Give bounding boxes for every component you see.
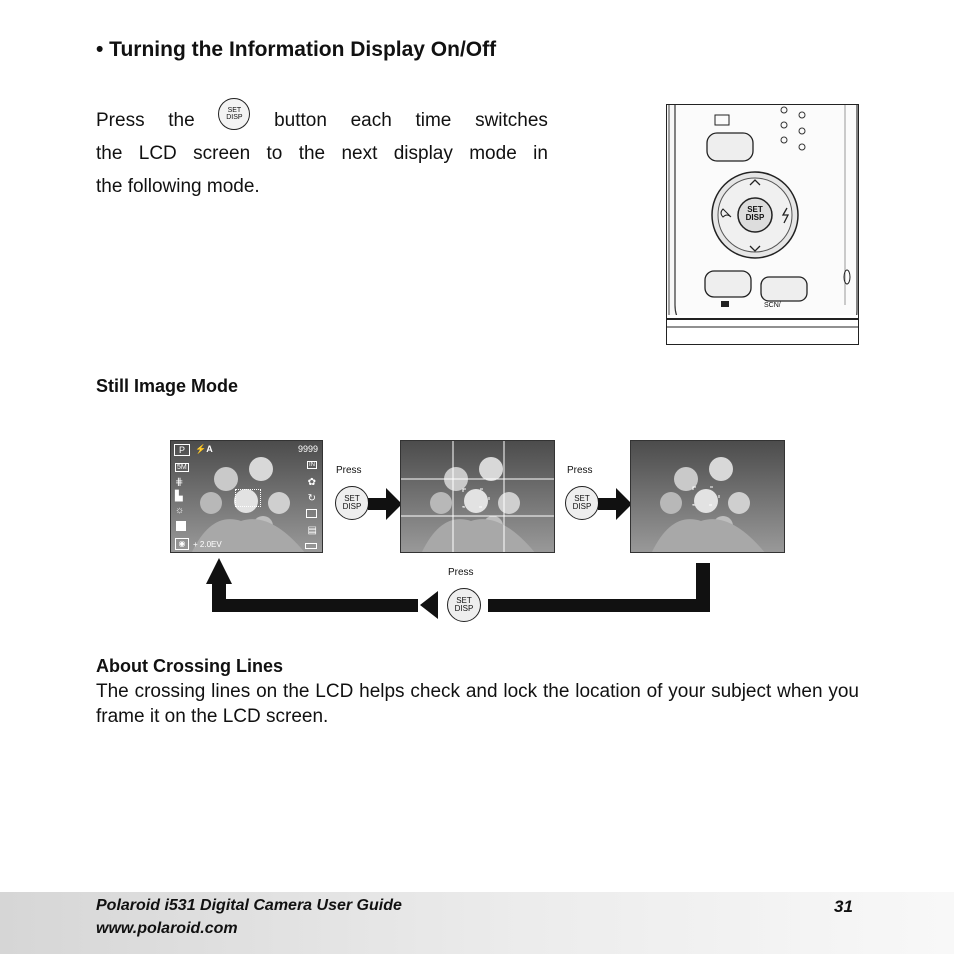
intro-word: LCD (138, 143, 177, 164)
guide-title: Polaroid i531 Digital Camera User Guide (96, 897, 402, 914)
iso-icon (176, 521, 186, 531)
intro-word: next (341, 143, 378, 164)
press-label-3: Press (448, 567, 474, 578)
disp-label: DISP (572, 502, 592, 511)
press-label-1: Press (336, 465, 362, 476)
return-path-right-segment (488, 599, 710, 612)
intro-line-2: the LCD screen to the next display mode … (96, 137, 548, 170)
family-photo-clean (631, 441, 784, 552)
quality-icon: ⋕ (175, 477, 184, 488)
disp-label: DISP (226, 114, 243, 121)
page-number: 31 (834, 897, 853, 916)
family-photo-grid (401, 441, 554, 552)
set-disp-button-3: SET DISP (447, 588, 481, 622)
set-disp-button-1: SET DISP (335, 486, 369, 520)
camera-back-drawing (667, 105, 858, 344)
intro-word: to (266, 143, 283, 164)
set-label: SET (574, 494, 590, 503)
metering-icon: ▙ (175, 491, 183, 502)
intro-word: Press (96, 110, 145, 131)
capture-mode-icon (306, 509, 317, 518)
metering-spot-icon: ◉ (175, 538, 189, 550)
disp-label: DISP (454, 604, 474, 613)
flash-auto-icon: ⚡A (195, 444, 213, 454)
family-photo (171, 441, 322, 552)
battery-icon (305, 543, 317, 549)
about-crossing-lines-heading: About Crossing Lines (96, 656, 284, 676)
intro-line-3: the following mode. (96, 176, 260, 197)
about-crossing-lines-text: The crossing lines on the LCD helps chec… (96, 681, 859, 727)
focus-frame (235, 489, 261, 507)
lcd-crossing-lines (400, 440, 555, 553)
white-balance-icon: ☼ (175, 505, 185, 516)
intro-word: mode (469, 143, 517, 164)
internal-memory-icon: IN (307, 461, 317, 469)
camera-set-text: SET (747, 205, 763, 214)
shot-count: 9999 (297, 444, 318, 454)
footer-band (0, 892, 954, 954)
set-label: SET (456, 596, 472, 605)
arrow-right-icon (368, 488, 402, 520)
lcd-full-info: P ⚡A 9999 5M IN ⋕ ▙ ☼ ◉ + 2.0EV ✿ ↻ ▤ (170, 440, 323, 553)
arrow-up-icon (206, 558, 232, 584)
still-image-mode-heading: Still Image Mode (96, 376, 239, 396)
intro-word: time (415, 110, 452, 131)
return-path-up (212, 583, 226, 612)
website-url: www.polaroid.com (96, 920, 238, 937)
set-disp-button-icon: SET DISP (218, 98, 251, 130)
camera-disp-text: DISP (745, 213, 765, 222)
intro-word: display (393, 143, 453, 164)
section-heading: • Turning the Information Display On/Off (96, 38, 497, 61)
macro-icon: ✿ (307, 477, 316, 488)
camera-set-disp-label: SET DISP (745, 206, 765, 222)
intro-paragraph: Press the SET DISP button each time swit… (96, 98, 548, 203)
lcd-no-info (630, 440, 785, 553)
intro-word: switches (475, 110, 548, 131)
intro-word: in (533, 143, 548, 164)
program-mode-icon: P (174, 444, 190, 456)
intro-line-1: Press the SET DISP button each time swit… (96, 98, 548, 137)
intro-word: screen (193, 143, 251, 164)
intro-word: the (96, 143, 123, 164)
disp-label: DISP (342, 502, 362, 511)
return-path-left-segment (212, 599, 418, 612)
ev-value: + 2.0EV (193, 540, 222, 549)
footer-left: Polaroid i531 Digital Camera User Guide … (96, 894, 402, 940)
set-label: SET (227, 107, 242, 114)
intro-word: button (274, 110, 327, 131)
camera-back-illustration: SET DISP SCN/ (666, 104, 859, 345)
press-label-2: Press (567, 465, 593, 476)
resolution-icon: 5M (175, 463, 189, 472)
date-stamp-icon: ▤ (307, 525, 317, 536)
arrow-left-icon (420, 591, 438, 619)
set-label: SET (344, 494, 360, 503)
self-timer-icon: ↻ (307, 493, 316, 504)
set-disp-button-2: SET DISP (565, 486, 599, 520)
intro-word: the (168, 110, 195, 131)
intro-word: each (350, 110, 392, 131)
scn-label: SCN/ (764, 302, 781, 309)
arrow-right-icon (598, 488, 632, 520)
intro-word: the (298, 143, 326, 164)
